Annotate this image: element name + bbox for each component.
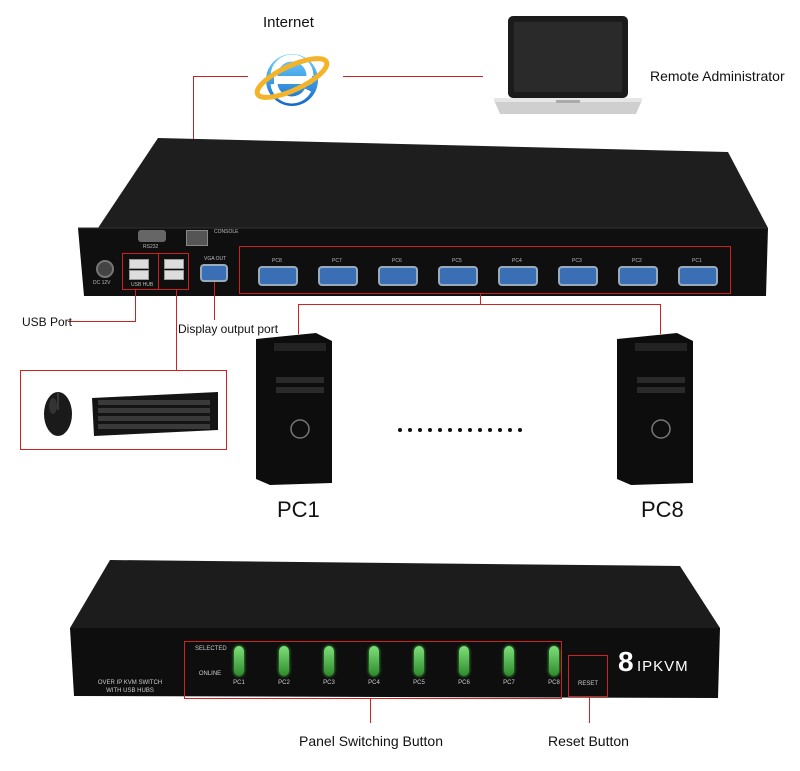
panel-switch-button[interactable] bbox=[234, 646, 244, 676]
mouse-icon bbox=[44, 392, 72, 436]
pc8-label: PC8 bbox=[641, 497, 684, 522]
ellipsis-dot bbox=[408, 428, 412, 432]
panel-switch-label: PC2 bbox=[278, 680, 290, 686]
kvm-front-panel bbox=[70, 560, 730, 700]
ellipsis-dot bbox=[438, 428, 442, 432]
pc-vga-port bbox=[558, 266, 598, 286]
reset-box bbox=[568, 655, 608, 697]
internet-label: Internet bbox=[263, 14, 314, 31]
remote-admin-label: Remote Administrator bbox=[650, 68, 785, 84]
ellipsis-dot bbox=[478, 428, 482, 432]
panel-switch-button[interactable] bbox=[324, 646, 334, 676]
panel-switch-button[interactable] bbox=[369, 646, 379, 676]
model-line2: WITH USB HUBS bbox=[106, 688, 154, 694]
pc-vga-port bbox=[438, 266, 478, 286]
vga-out-port bbox=[200, 264, 228, 282]
ellipsis-dot bbox=[508, 428, 512, 432]
pc-port-label: PC3 bbox=[572, 258, 582, 264]
panel-switch-label: PC8 bbox=[548, 680, 560, 686]
pc-vga-port bbox=[498, 266, 538, 286]
ellipsis-dot bbox=[458, 428, 462, 432]
panel-switch-button[interactable] bbox=[414, 646, 424, 676]
pc-port-label: PC1 bbox=[692, 258, 702, 264]
power-jack bbox=[96, 260, 114, 278]
selected-label: SELECTED bbox=[195, 646, 227, 652]
pc1-label: PC1 bbox=[277, 497, 320, 522]
rs232-label: RS232 bbox=[143, 244, 159, 250]
internet-explorer-icon bbox=[254, 54, 330, 106]
pc-port-label: PC8 bbox=[272, 258, 282, 264]
reset-label: RESET bbox=[577, 681, 598, 687]
pc-port-label: PC5 bbox=[452, 258, 462, 264]
pc-vga-port bbox=[618, 266, 658, 286]
pc-vga-port bbox=[258, 266, 298, 286]
pc-vga-port bbox=[318, 266, 358, 286]
laptop-icon bbox=[494, 16, 642, 114]
panel-switch-button[interactable] bbox=[549, 646, 559, 676]
pc-ports-group bbox=[239, 246, 731, 294]
ethernet-port bbox=[186, 230, 208, 246]
usb-hub-label: USB HUB bbox=[131, 282, 154, 288]
brand-digit: 8 bbox=[618, 646, 634, 677]
ellipsis-dot bbox=[448, 428, 452, 432]
ellipsis-dot bbox=[398, 428, 402, 432]
pc-vga-port bbox=[678, 266, 718, 286]
console-label: CONSOLE bbox=[214, 229, 239, 235]
brand-text: IPKVM bbox=[637, 658, 689, 675]
panel-switch-label: PC4 bbox=[368, 680, 380, 686]
panel-switch-label: PC1 bbox=[233, 680, 245, 686]
ellipsis-dot bbox=[498, 428, 502, 432]
panel-switch-label: PC3 bbox=[323, 680, 335, 686]
reset-button-label: Reset Button bbox=[548, 733, 629, 749]
panel-switch-label: PC6 bbox=[458, 680, 470, 686]
usb-port bbox=[129, 270, 149, 280]
panel-switching-label: Panel Switching Button bbox=[299, 733, 443, 749]
usb-port bbox=[164, 270, 184, 280]
panel-buttons-group bbox=[184, 641, 562, 699]
dc-label: DC 12V bbox=[93, 280, 111, 286]
ellipsis-dot bbox=[468, 428, 472, 432]
tower-pc-icon bbox=[617, 333, 693, 485]
panel-switch-button[interactable] bbox=[279, 646, 289, 676]
peripherals-box bbox=[20, 370, 227, 450]
panel-switch-button[interactable] bbox=[459, 646, 469, 676]
usb-port-label: USB Port bbox=[22, 315, 73, 329]
pc-port-label: PC6 bbox=[392, 258, 402, 264]
model-line1: OVER IP KVM SWITCH bbox=[97, 680, 163, 686]
keyboard-icon bbox=[92, 392, 218, 436]
panel-switch-label: PC7 bbox=[503, 680, 515, 686]
ellipsis-dot bbox=[518, 428, 522, 432]
pc-port-label: PC4 bbox=[512, 258, 522, 264]
pc-vga-port bbox=[378, 266, 418, 286]
pc-port-label: PC2 bbox=[632, 258, 642, 264]
ellipsis-dot bbox=[418, 428, 422, 432]
vga-out-label: VGA OUT bbox=[204, 256, 227, 262]
pc-port-label: PC7 bbox=[332, 258, 342, 264]
display-output-label: Display output port bbox=[178, 322, 279, 336]
ellipsis-dot bbox=[488, 428, 492, 432]
panel-switch-label: PC5 bbox=[413, 680, 425, 686]
usb-port bbox=[129, 259, 149, 269]
online-label: ONLINE bbox=[198, 671, 222, 677]
tower-pc-icon bbox=[256, 333, 332, 485]
usb-port bbox=[164, 259, 184, 269]
rs232-port bbox=[138, 230, 166, 242]
ellipsis-dot bbox=[428, 428, 432, 432]
panel-switch-button[interactable] bbox=[504, 646, 514, 676]
